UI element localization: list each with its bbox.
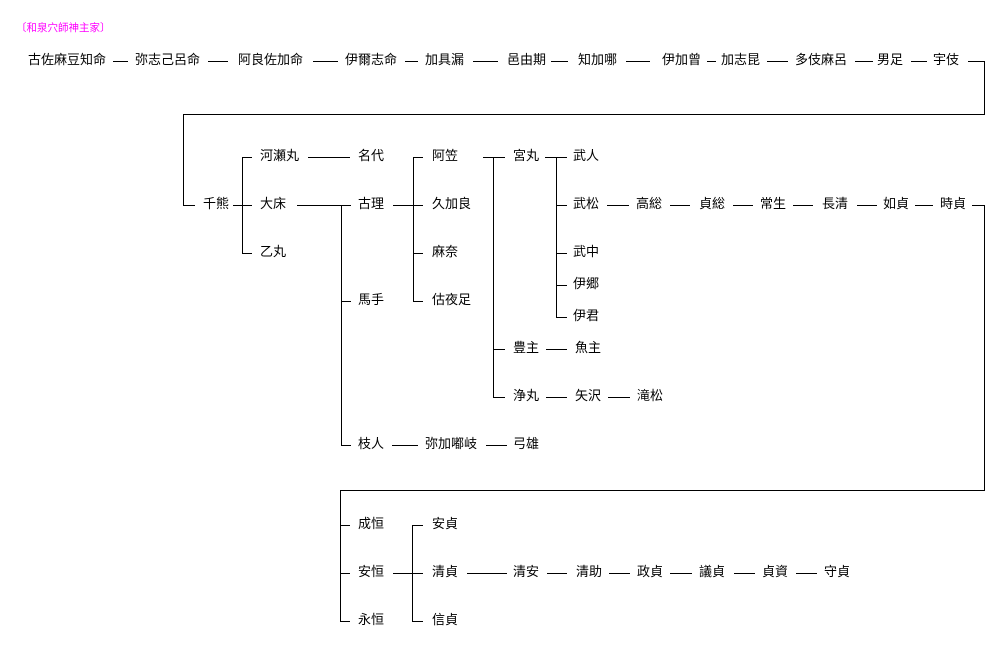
miyamaru-child: 伊郷 [573, 277, 600, 292]
kori-child: 麻奈 [432, 245, 459, 260]
kiyosada-line-person: 清安 [513, 565, 540, 580]
tokisada-child: 成恒 [358, 517, 385, 532]
chart-title: 〔和泉穴師神主家〕 [16, 22, 111, 34]
founding-line-person: 男足 [877, 53, 904, 68]
agasa-child: 宮丸 [513, 149, 540, 164]
joumaru-line-person: 矢沢 [575, 389, 602, 404]
kori-child: 估夜足 [432, 293, 472, 308]
person-senkuma: 千熊 [203, 197, 230, 212]
ooyuka-child: 馬手 [358, 293, 385, 308]
miyamaru-child: 武松 [573, 197, 600, 212]
agasa-child: 豊主 [513, 341, 540, 356]
kiyosada-line-person: 清助 [576, 565, 603, 580]
founding-line-person: 邑由期 [507, 53, 547, 68]
founding-line-person: 知加哪 [578, 53, 618, 68]
senkuma-child: 河瀬丸 [260, 149, 300, 164]
ooyuka-child: 枝人 [358, 437, 385, 452]
edahito-line-person: 弓雄 [513, 437, 540, 452]
miyamaru-child: 武中 [573, 245, 600, 260]
kiyosada-line-person: 議貞 [699, 565, 726, 580]
founding-line-person: 阿良佐加命 [238, 53, 304, 68]
tokisada-child: 安恒 [358, 565, 385, 580]
founding-line-person: 加具漏 [425, 53, 465, 68]
takematsu-line-person: 常生 [760, 197, 787, 212]
takematsu-line-person: 貞総 [699, 197, 726, 212]
founding-line-person: 伊加曾 [662, 53, 702, 68]
founding-line-person: 古佐麻豆知命 [28, 53, 107, 68]
tokisada-child: 永恒 [358, 613, 385, 628]
takematsu-line-person: 高総 [636, 197, 663, 212]
takematsu-line-person: 長清 [822, 197, 849, 212]
takematsu-line-person: 如貞 [883, 197, 910, 212]
joumaru-line-person: 滝松 [637, 389, 664, 404]
agasa-child: 浄丸 [513, 389, 540, 404]
yasutsune-child: 信貞 [432, 613, 459, 628]
kiyosada-line-person: 貞資 [762, 565, 789, 580]
founding-line-person: 弥志己呂命 [135, 53, 201, 68]
kori-child: 久加良 [432, 197, 472, 212]
founding-line-person: 多伎麻呂 [795, 53, 848, 68]
edahito-line-person: 弥加嘟岐 [425, 437, 478, 452]
yasutsune-child: 安貞 [432, 517, 459, 532]
kori-child: 阿笠 [432, 149, 459, 164]
senkuma-child: 乙丸 [260, 245, 287, 260]
yasutsune-child: 清貞 [432, 565, 459, 580]
toyonushi-child: 魚主 [575, 341, 602, 356]
senkuma-child: 大床 [260, 197, 287, 212]
kawasemaru-child: 名代 [358, 149, 385, 164]
miyamaru-child: 伊君 [573, 309, 600, 324]
takematsu-line-person: 時貞 [940, 197, 967, 212]
kiyosada-line-person: 政貞 [637, 565, 664, 580]
ooyuka-child: 古理 [358, 197, 385, 212]
founding-line-person: 加志昆 [721, 53, 761, 68]
miyamaru-child: 武人 [573, 149, 600, 164]
founding-line-person: 宇伎 [933, 53, 960, 68]
kiyosada-line-person: 守貞 [824, 565, 851, 580]
founding-line-person: 伊爾志命 [345, 53, 398, 68]
